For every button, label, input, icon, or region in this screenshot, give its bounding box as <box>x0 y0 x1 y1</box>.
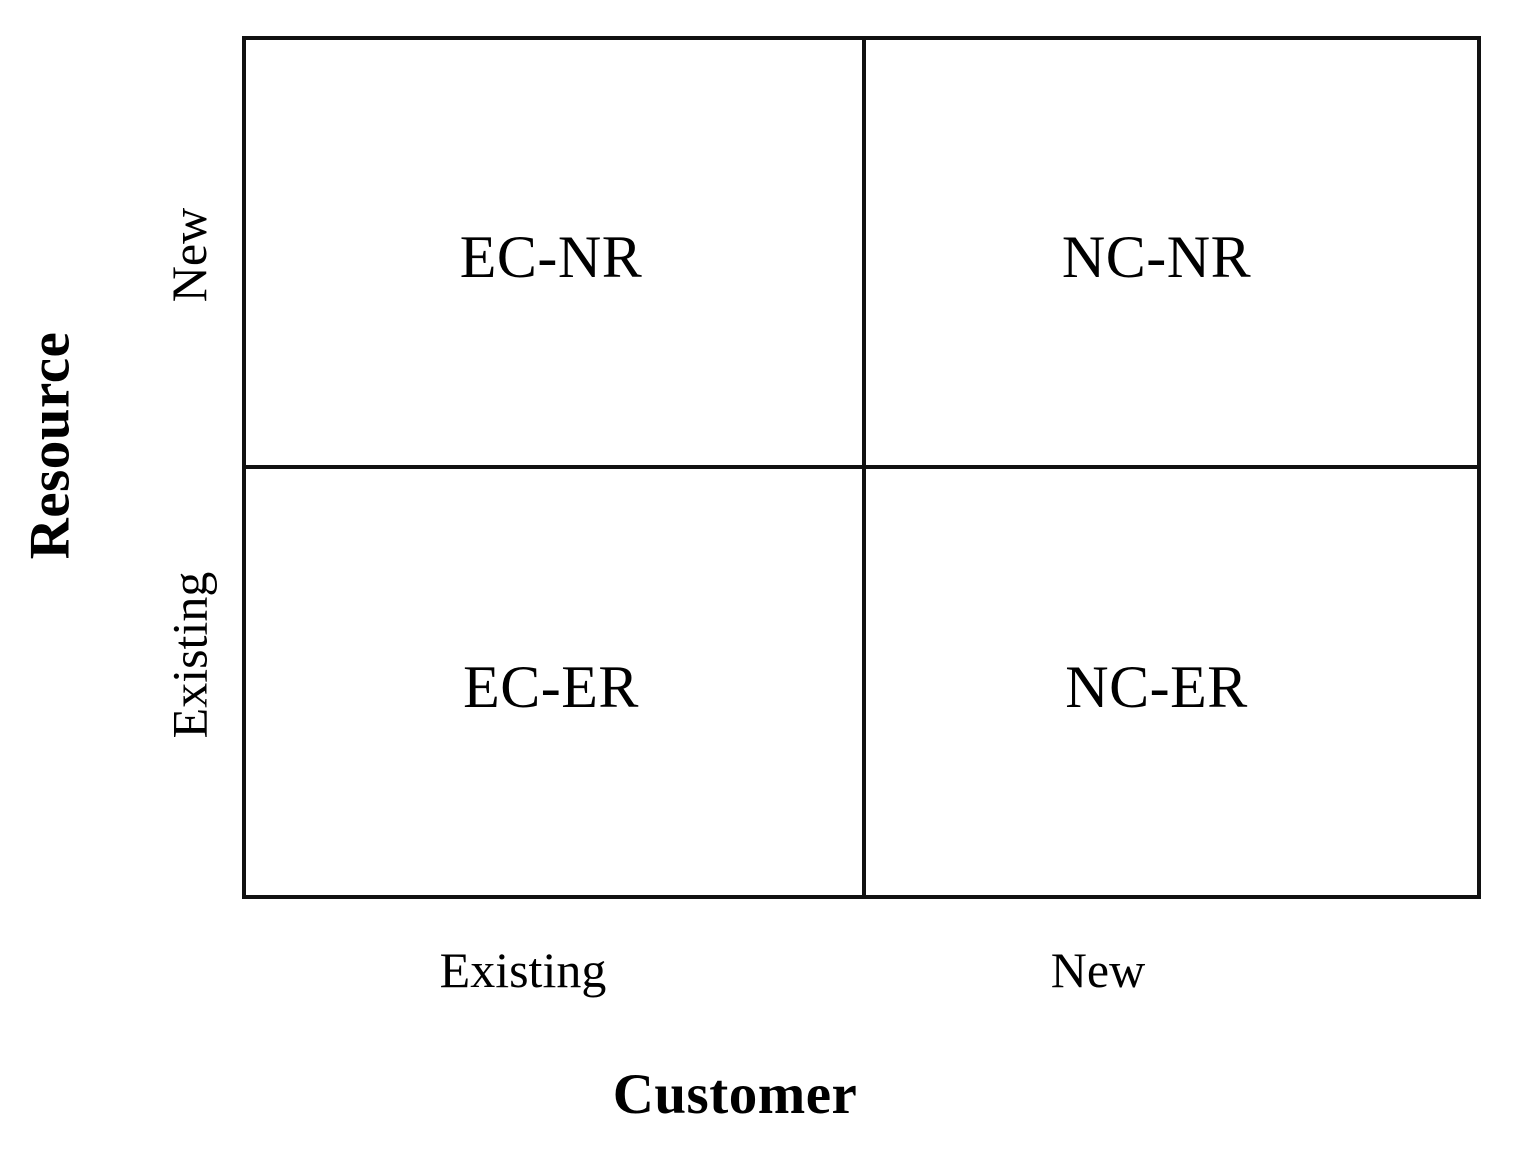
y-axis-tick-existing: Existing <box>150 540 228 770</box>
y-axis-tick-new: New <box>150 170 228 340</box>
x-axis-title-label: Customer <box>612 1063 858 1126</box>
quadrant-nc-er-label: NC-ER <box>1065 653 1248 720</box>
quadrant-nc-nr[interactable]: NC-NR <box>866 40 1477 465</box>
y-axis-tick-new-label: New <box>161 207 218 303</box>
x-axis-tick-existing: Existing <box>343 930 703 1010</box>
quadrant-nc-nr-label: NC-NR <box>1061 224 1252 290</box>
y-axis-title-label: Resource <box>18 331 82 559</box>
y-axis-title: Resource <box>0 300 100 590</box>
x-axis-title: Customer <box>0 1052 1514 1137</box>
quadrant-ec-er[interactable]: EC-ER <box>246 469 862 895</box>
x-axis-tick-new: New <box>968 930 1228 1010</box>
horizontal-divider-line <box>246 465 1477 469</box>
matrix-grid: EC-NR NC-NR EC-ER NC-ER <box>242 36 1481 899</box>
y-axis-tick-existing-label: Existing <box>161 571 217 739</box>
x-axis-tick-existing-label: Existing <box>439 942 607 998</box>
x-axis-tick-new-label: New <box>1050 942 1146 998</box>
quadrant-ec-er-label: EC-ER <box>463 653 639 720</box>
quadrant-nc-er[interactable]: NC-ER <box>866 469 1477 895</box>
quadrant-ec-nr-label: EC-NR <box>459 224 643 290</box>
quadrant-ec-nr[interactable]: EC-NR <box>246 40 862 465</box>
